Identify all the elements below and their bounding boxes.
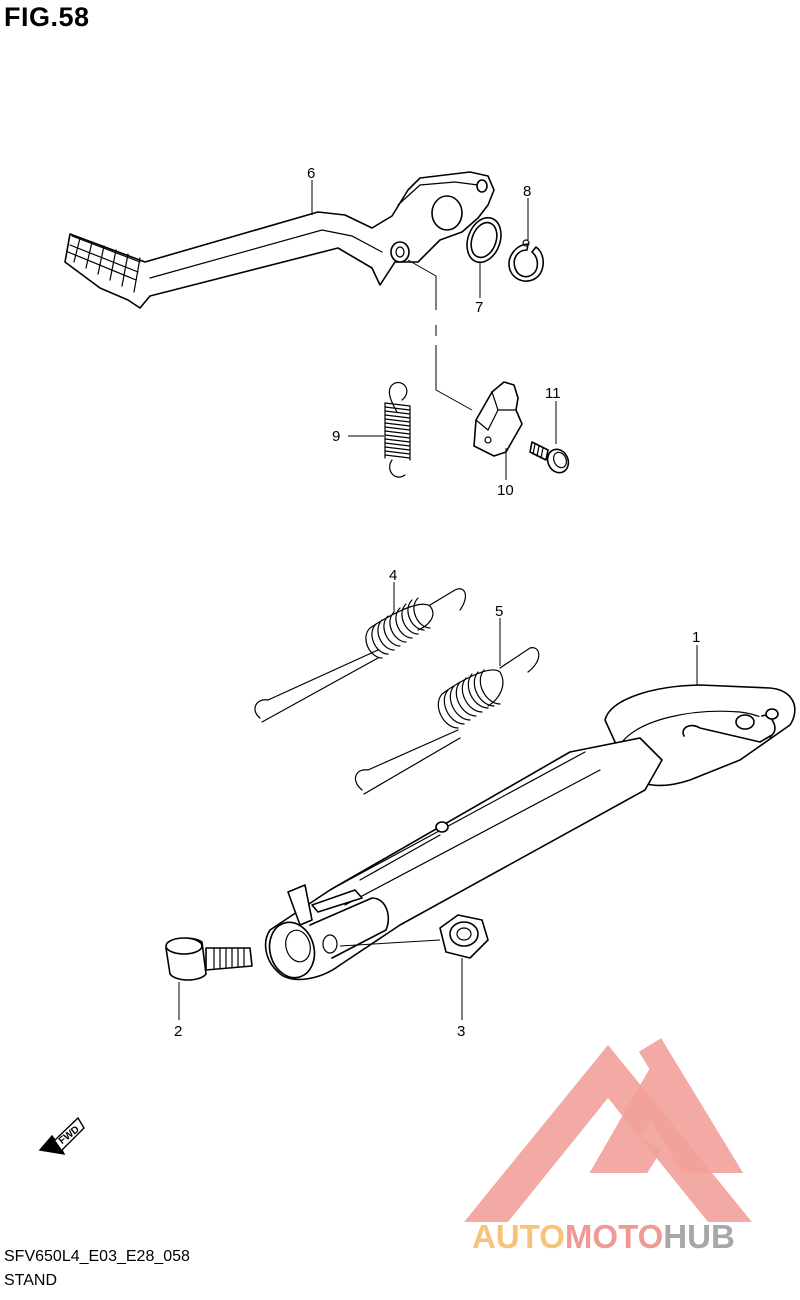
watermark-triangle [464,1045,752,1222]
pivot-bolt[interactable] [165,937,253,981]
callout-3: 3 [457,1023,465,1040]
callout-9: 9 [332,428,340,445]
callout-5: 5 [495,603,503,620]
bracket[interactable] [473,381,523,457]
nut[interactable] [439,914,489,959]
callout-6: 6 [307,165,315,182]
washer[interactable] [461,213,507,267]
callout-2: 2 [174,1023,182,1040]
callout-4: 4 [389,567,397,584]
circlip[interactable] [508,239,545,282]
stand-spring-inner[interactable] [254,588,467,723]
fwd-arrow-icon: FWD [38,1116,85,1155]
figure-title: FIG.58 [4,2,90,32]
pedal-spring[interactable] [384,381,411,478]
stand-spring-outer[interactable] [354,647,540,795]
watermark-text: AUTOMOTOHUB [472,1218,735,1255]
leader-lines [178,180,698,1020]
watermark-logo: AUTOMOTOHUB [464,1038,752,1255]
side-stand[interactable] [264,684,796,983]
callout-1: 1 [692,629,700,646]
bolt-small[interactable] [529,441,572,476]
figure-name: STAND [4,1272,58,1289]
pedal-lever[interactable] [64,171,495,309]
figure-code: SFV650L4_E03_E28_058 [4,1248,190,1265]
callout-10: 10 [497,482,514,499]
callout-8: 8 [523,183,531,200]
callout-7: 7 [475,299,483,316]
callout-11: 11 [545,385,561,402]
